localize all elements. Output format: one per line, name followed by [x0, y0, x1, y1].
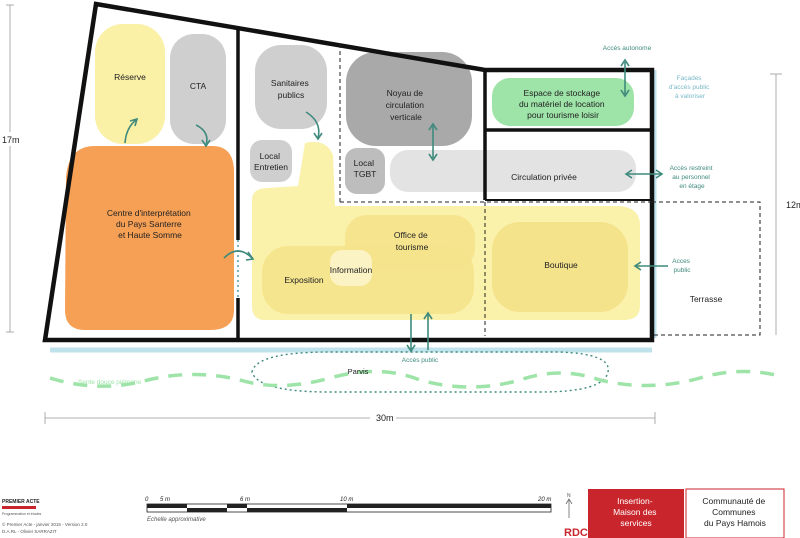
centre-zone: [65, 146, 234, 330]
scale-tick-3: 10 m: [340, 497, 353, 503]
cta-label: CTA: [190, 81, 207, 91]
scale-bar: 0 5 m 6 m 10 m 20 m Echelle approximativ…: [145, 497, 552, 523]
reserve-zone: [95, 24, 165, 144]
dimension-left-label: 17m: [2, 135, 20, 145]
reserve-label: Réserve: [114, 72, 146, 82]
circulation-privee-label: Circulation privée: [511, 172, 577, 182]
credits-text: © Premier Acte - janvier 2015 - Version …: [2, 521, 88, 527]
scale-caption: Echelle approximative: [147, 517, 206, 523]
parvis-outline: [251, 351, 609, 393]
sente-path: [49, 369, 781, 389]
title-text: Insertion- Maison des services: [613, 496, 659, 528]
boutique-label: Boutique: [544, 260, 578, 270]
north-arrow-icon: N: [565, 493, 573, 518]
dimension-left: 17m: [0, 4, 22, 333]
information-zone: [330, 250, 372, 286]
centre-label: Centre d'interprétation du Pays Santerre…: [107, 208, 193, 240]
credits-text-2: D.A.RL - Olivier SARRAZIT: [2, 529, 57, 534]
svg-text:N: N: [567, 493, 571, 499]
stockage-zone: [492, 78, 634, 126]
scale-tick-0: 0: [145, 497, 149, 503]
sente-label: Sente douce piétonne: [78, 379, 142, 386]
dimension-right-label: 12m: [786, 200, 800, 210]
stockage-label: Espace de stockage du matériel de locati…: [519, 88, 607, 120]
building-walls: [42, 1, 655, 343]
acces-restreint-label: Accès restreint au personnel en étage: [670, 165, 715, 190]
noyau-zone: [346, 52, 472, 146]
acces-autonome-label: Accès autonome: [603, 45, 652, 52]
local-entretien-zone: [250, 140, 292, 182]
client-box: [685, 488, 785, 538]
parvis-label: Parvis: [348, 367, 369, 376]
scale-tick-2: 6 m: [240, 497, 250, 503]
circulation-privee-zone: [390, 150, 636, 192]
boutique-zone: [492, 222, 628, 312]
exposition-label: Exposition: [284, 275, 323, 285]
information-label: Information: [330, 265, 373, 275]
sanitaires-label: Sanitaires publics: [271, 78, 311, 100]
title-box: [588, 489, 684, 538]
acces-public-right-label: Acces public: [672, 258, 692, 274]
rdc-label: RDC: [564, 527, 588, 538]
noyau-label: Noyau de circulation verticale: [386, 88, 427, 122]
facades-label: Façades d'accès public à valoriser: [669, 75, 711, 100]
acces-public-bottom-label: Accès public: [402, 357, 439, 364]
premier-acte-logo: PREMIER ACTE Programmation et études: [2, 499, 42, 516]
terrasse-label: Terrasse: [690, 294, 723, 304]
client-text: Communauté de Communes du Pays Hamois: [702, 496, 767, 528]
office-label: Office de tourisme: [394, 230, 430, 252]
svg-text:PREMIER ACTE: PREMIER ACTE: [2, 499, 40, 505]
cta-zone: [170, 34, 226, 144]
dimension-bottom: 30m: [44, 412, 656, 424]
circulation-arrows: [124, 58, 668, 353]
local-tgbt-zone: [345, 148, 385, 194]
dashed-lines: [339, 44, 761, 336]
local-tgbt-label: Local TGBT: [354, 158, 377, 179]
svg-text:Programmation et études: Programmation et études: [2, 512, 42, 516]
scale-tick-4: 20 m: [537, 497, 551, 503]
dimension-bottom-label: 30m: [376, 413, 394, 423]
sanitaires-zone: [255, 45, 327, 129]
dimension-right: 12m: [770, 73, 800, 335]
scale-tick-1: 5 m: [160, 497, 170, 503]
local-entretien-label: Local Entretien: [254, 151, 288, 172]
